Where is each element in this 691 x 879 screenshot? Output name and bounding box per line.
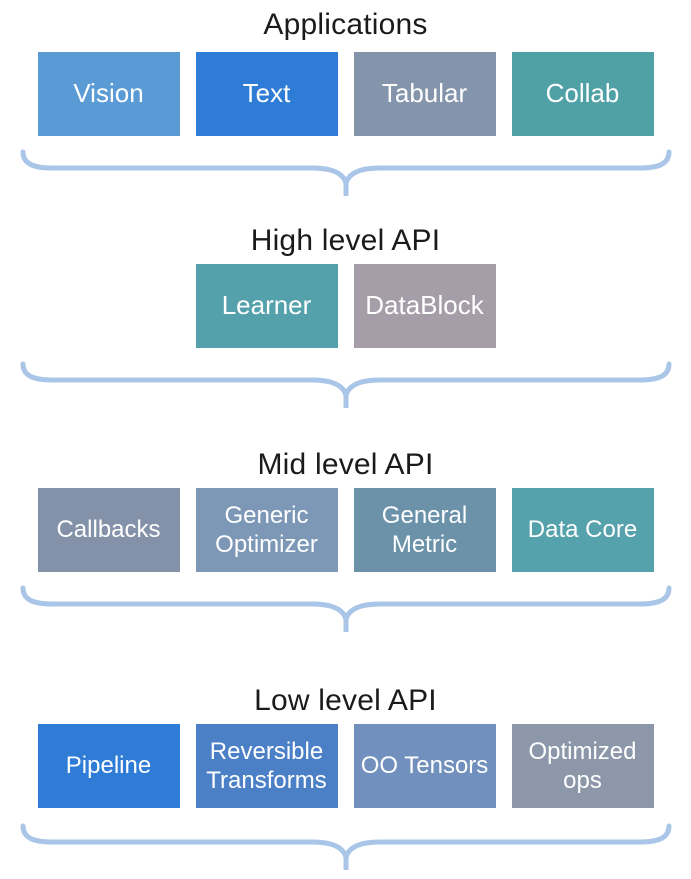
- box-data-core: Data Core: [511, 488, 654, 572]
- box-row: Pipeline Reversible Transforms OO Tensor…: [0, 724, 691, 808]
- box-label: Callbacks: [56, 516, 161, 544]
- box-callbacks: Callbacks: [37, 488, 180, 572]
- box-generic-optimizer: Generic Optimizer: [195, 488, 338, 572]
- box-label: Tabular: [381, 78, 468, 109]
- box-tabular: Tabular: [353, 52, 496, 136]
- box-label: General Metric: [381, 501, 468, 558]
- box-reversible-transforms: Reversible Transforms: [195, 724, 338, 808]
- section-applications: Applications Vision Text Tabular Collab: [0, 0, 691, 196]
- box-row: Callbacks Generic Optimizer General Metr…: [0, 488, 691, 572]
- box-label: Learner: [221, 290, 312, 321]
- box-row: Learner DataBlock: [0, 264, 691, 348]
- box-label: Text: [242, 78, 291, 109]
- section-high-level-api: High level API Learner DataBlock: [0, 196, 691, 408]
- curly-brace-icon: [20, 361, 671, 408]
- section-mid-level-api: Mid level API Callbacks Generic Optimize…: [0, 408, 691, 632]
- box-label: Vision: [73, 78, 144, 109]
- section-title: Low level API: [254, 684, 437, 717]
- box-text: Text: [195, 52, 338, 136]
- curly-brace-icon: [20, 823, 671, 870]
- box-optimized-ops: Optimized ops: [511, 724, 654, 808]
- box-vision: Vision: [37, 52, 180, 136]
- box-row: Vision Text Tabular Collab: [0, 52, 691, 136]
- box-learner: Learner: [195, 264, 338, 348]
- box-label: DataBlock: [365, 290, 484, 321]
- box-label: Optimized ops: [528, 737, 637, 794]
- section-title: High level API: [250, 224, 441, 257]
- box-collab: Collab: [511, 52, 654, 136]
- box-label: Reversible Transforms: [206, 737, 327, 794]
- curly-brace-icon: [20, 585, 671, 632]
- box-oo-tensors: OO Tensors: [353, 724, 496, 808]
- section-title: Mid level API: [257, 448, 434, 481]
- section-title: Applications: [263, 8, 428, 41]
- box-label: Generic Optimizer: [215, 501, 318, 558]
- box-pipeline: Pipeline: [37, 724, 180, 808]
- box-label: Pipeline: [65, 752, 152, 780]
- curly-brace-icon: [20, 149, 671, 196]
- box-datablock: DataBlock: [353, 264, 496, 348]
- box-label: OO Tensors: [360, 752, 489, 780]
- box-label: Collab: [545, 78, 620, 109]
- box-label: Data Core: [527, 516, 638, 544]
- box-general-metric: General Metric: [353, 488, 496, 572]
- section-low-level-api: Low level API Pipeline Reversible Transf…: [0, 632, 691, 870]
